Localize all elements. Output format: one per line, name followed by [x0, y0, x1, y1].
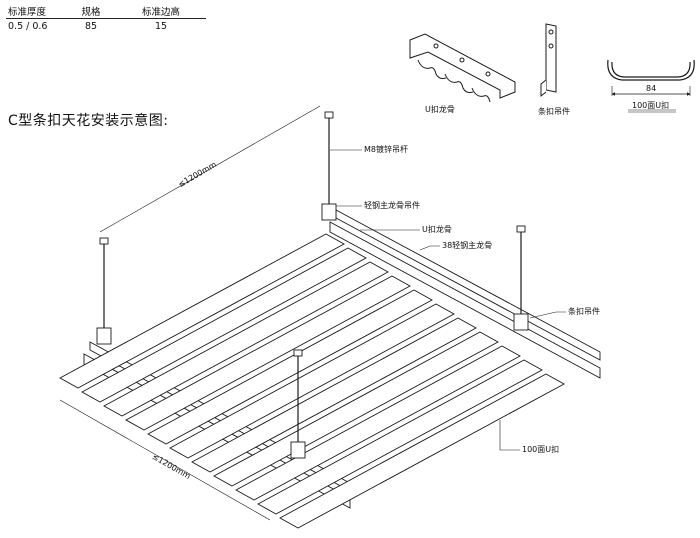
value-size: 85	[84, 21, 98, 32]
u-keel-part-drawing	[409, 33, 516, 103]
strip-hanger-label: 条扣吊件	[568, 307, 600, 316]
header-thickness: 标准厚度	[8, 6, 47, 18]
hanger-rods	[103, 118, 522, 444]
header-edge-height: 标准边高	[141, 6, 180, 18]
u-keel-part-label: U扣龙骨	[425, 105, 455, 114]
spec-header-row: 标准厚度 规格 标准边高	[6, 4, 206, 18]
ceiling-assembly	[59, 105, 601, 529]
dim-line-top	[99, 105, 321, 233]
value-thickness: 0.5 / 0.6	[8, 21, 48, 32]
spec-value-row: 0.5 / 0.6 85 15	[6, 20, 206, 33]
spec-divider	[6, 18, 206, 19]
spec-table: 标准厚度 规格 标准边高 0.5 / 0.6 85 15	[6, 4, 206, 33]
strip-hanger-part-drawing	[540, 23, 557, 98]
hanger-clips	[96, 203, 529, 459]
strip-hanger-part-label: 条扣吊件	[538, 107, 570, 116]
rod-label: M8镀锌吊杆	[364, 145, 408, 154]
profile-name-label: 100面U扣	[632, 101, 670, 110]
main-hanger-label: 轻钢主龙骨吊件	[364, 201, 420, 210]
dim-line-bottom	[59, 399, 271, 521]
panel-label: 100面U扣	[522, 445, 560, 454]
u-keel-back	[329, 221, 601, 379]
u-keel-label: U扣龙骨	[422, 225, 452, 234]
u-profile-section	[607, 59, 695, 113]
rod-nuts	[99, 111, 526, 357]
diagram-title: C型条扣天花安装示意图:	[8, 113, 169, 129]
main-keel-label: 38轻钢主龙骨	[442, 241, 493, 250]
value-edge-height: 15	[154, 21, 168, 32]
header-size: 规格	[81, 6, 101, 18]
profile-width-label: 84	[646, 84, 657, 93]
leader-lines	[330, 149, 566, 451]
ceiling-strips	[59, 233, 565, 529]
